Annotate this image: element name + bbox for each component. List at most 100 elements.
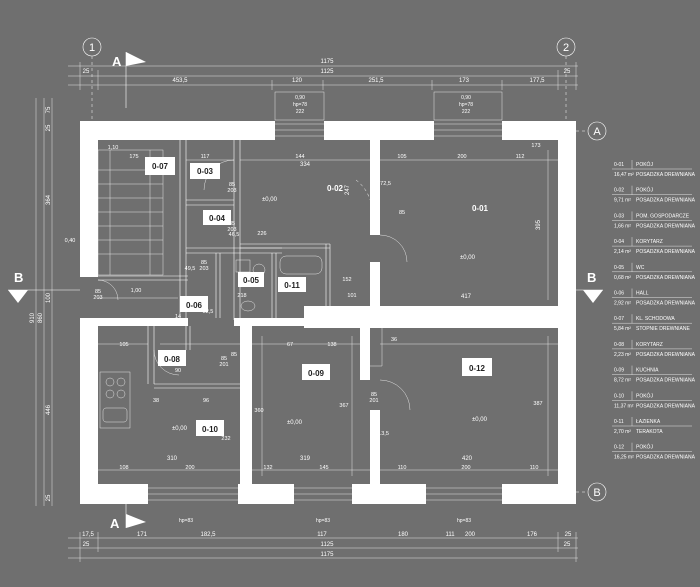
inner-dimension-label: 49,5: [185, 266, 196, 272]
legend-area: 1,66 m²: [614, 223, 631, 229]
legend-name: POKÓJ: [636, 392, 653, 399]
inner-dimension-label: 213,5: [375, 431, 389, 437]
legend-area: 0,68 m²: [614, 275, 631, 281]
left-dim-outer-1: 910: [30, 312, 36, 323]
legend-area: 2,23 m²: [614, 352, 631, 358]
legend-name: POKÓJ: [636, 161, 653, 168]
legend-floor: POSADZKA DREWNIANA: [636, 352, 696, 358]
legend-code: 0-05: [614, 265, 624, 271]
room-label-0-09: 0-10: [202, 425, 219, 434]
room-0-10: 0-09 ±0,00 319: [287, 364, 330, 462]
room-w-0-02: 334: [300, 162, 311, 168]
left-dim-5: 446: [46, 404, 52, 415]
room-level-0-09: ±0,00: [172, 426, 188, 432]
inner-dimension-label: 203: [199, 266, 208, 272]
window-top1-hp: hp=78: [293, 102, 307, 108]
inner-dimension-label: 387: [533, 401, 542, 407]
bottom-dim-total: 1175: [321, 552, 335, 558]
legend-floor: POSADZKA DREWNIANA: [636, 198, 696, 204]
inner-dimension-label: 138: [327, 342, 336, 348]
inner-dimension-label: 201: [369, 398, 378, 404]
room-0-09: 0-10 ±0,00 310: [167, 420, 224, 462]
bottom-dim-seg-1: 17,5: [82, 532, 94, 538]
legend-area: 11,37 m²: [614, 403, 634, 409]
room-label-0-10: 0-09: [308, 369, 325, 378]
inner-dimension-label: 52,5: [203, 309, 214, 315]
room-0-01: 0-01 ±0,00 417 395: [460, 204, 542, 300]
bottom-dim-seg-2: 171: [137, 532, 148, 538]
room-h-0-01: 395: [536, 219, 542, 230]
legend-name: ŁAZIENKA: [636, 419, 661, 425]
window-top1-w: 0,90: [295, 95, 305, 101]
exterior-walls: [80, 121, 576, 504]
bottom-dim-seg-8: 176: [527, 532, 538, 538]
room-h-0-02: 247: [345, 184, 351, 195]
window-top2-hp: hp=78: [459, 102, 473, 108]
legend-area: 5,84 m²: [614, 326, 631, 332]
inner-dimension-label: 367: [339, 403, 348, 409]
window-top1-h: 222: [296, 109, 305, 115]
legend-floor: POSADZKA DREWNIANA: [636, 301, 696, 307]
inner-dimension-label: 218: [237, 293, 246, 299]
legend-area: 8,72 m²: [614, 378, 631, 384]
legend-floor: TERAKOTA: [636, 429, 663, 435]
legend-code: 0-10: [614, 393, 624, 399]
room-label-0-04: 0-04: [209, 214, 226, 223]
legend-name: WC: [636, 265, 645, 271]
inner-dimension-label: 105: [119, 342, 128, 348]
inner-dimension-label: 226: [257, 231, 266, 237]
left-dim-2: 25: [46, 124, 52, 131]
inner-dimension-label: 67: [287, 342, 293, 348]
legend-area: 2,14 m²: [614, 249, 631, 255]
legend-name: POM. GOSPODARCZE: [636, 213, 690, 219]
legend-name: KL. SCHODOWA: [636, 316, 675, 322]
room-label-0-05: 0-05: [243, 276, 260, 285]
inner-dimension-label: 14: [175, 314, 181, 320]
inner-dimension-label: 90: [175, 368, 181, 374]
room-w-0-09: 310: [167, 456, 178, 462]
legend-area: 9,71 m²: [614, 198, 631, 204]
inner-dimension-label: 96: [203, 398, 209, 404]
inner-dimension-label: 85: [231, 352, 237, 358]
legend-area: 16,25 m²: [614, 455, 634, 461]
inner-dimension-label: 200: [457, 154, 466, 160]
legend-code: 0-09: [614, 368, 624, 374]
legend-name: KORYTARZ: [636, 342, 663, 348]
room-0-02: 0-02 ±0,00 334 247: [262, 162, 351, 203]
top-dim-seg-2: 120: [292, 78, 303, 84]
legend-name: KORYTARZ: [636, 239, 663, 245]
room-w-0-10: 319: [300, 456, 311, 462]
bottom-dim-seg-3: 182,5: [200, 532, 216, 538]
window-bottom2-hp: hp=83: [316, 518, 330, 524]
room-0-06: 0-06: [180, 296, 208, 312]
left-dim-outer-2: 860: [38, 312, 44, 323]
inner-dimension-label: 110: [530, 465, 539, 471]
room-label-0-07: 0-07: [152, 162, 169, 171]
legend-code: 0-03: [614, 213, 624, 219]
legend-area: 16,47 m²: [614, 172, 634, 178]
room-0-11: 0-11: [278, 277, 306, 292]
legend-floor: POSADZKA DREWNIANA: [636, 172, 696, 178]
legend-floor: POSADZKA DREWNIANA: [636, 455, 696, 461]
left-dim-1: 75: [46, 106, 52, 113]
axis-label-1: 1: [89, 42, 95, 54]
inner-dimension-label: 200: [461, 465, 470, 471]
legend-area: 2,92 m²: [614, 301, 631, 307]
legend-code: 0-12: [614, 445, 624, 451]
window-bottom3-hp: hp=83: [457, 518, 471, 524]
inner-dimension-label: 18: [157, 318, 163, 324]
window-bottom1-hp: hp=83: [179, 518, 193, 524]
top-dim-seg-1: 453,5: [172, 78, 188, 84]
room-label-0-03: 0-03: [197, 167, 214, 176]
inner-dimension-label: 36: [391, 337, 397, 343]
left-dimensions: 910 860 75 25 364 100 446 25: [30, 98, 53, 506]
inner-dimension-label: 232: [221, 436, 230, 442]
